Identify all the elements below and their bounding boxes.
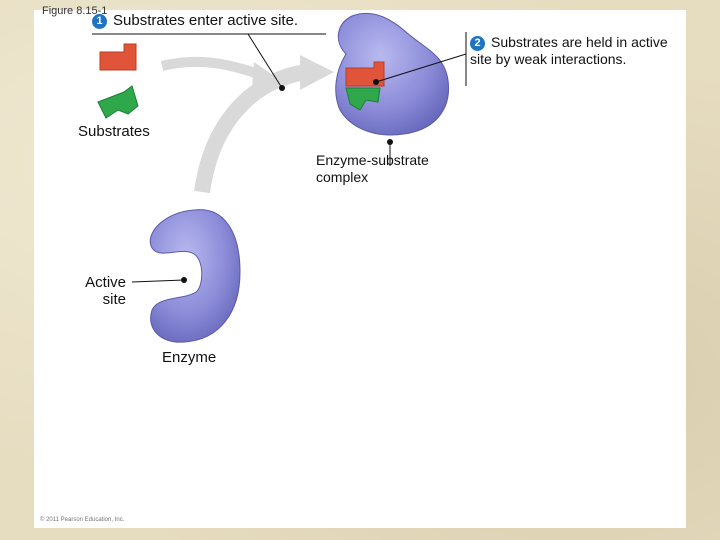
entry-arrow-head <box>252 62 280 90</box>
active-site-pointer-dot <box>181 277 187 283</box>
process-arrow-head <box>300 55 334 90</box>
active-site-label: Active site <box>85 274 126 308</box>
enzyme-label: Enzyme <box>162 349 217 366</box>
step2-pointer <box>375 53 467 83</box>
step1-caption: 1 Substrates enter active site. <box>92 12 298 29</box>
figure-panel: Figure 8.15-1 1 Substrates enter active s… <box>34 5 686 528</box>
step1-text: Substrates enter active site. <box>113 12 299 29</box>
green-substrate <box>97 85 139 119</box>
step2-badge: 2 <box>470 36 485 51</box>
bound-green-substrate <box>345 87 381 111</box>
step1-pointer <box>247 33 283 89</box>
entry-arrow <box>160 56 260 79</box>
esc-pointer-dot <box>387 139 393 145</box>
step1-badge: 1 <box>92 14 107 29</box>
enzyme-shape <box>149 209 241 343</box>
enzyme-substrate-complex-label: Enzyme-substrate complex <box>316 152 429 185</box>
enzyme-substrate-complex <box>335 12 450 136</box>
step1-pointer-dot <box>279 85 285 91</box>
process-arrow <box>194 64 308 194</box>
figure-label: Figure 8.15-1 <box>42 5 108 17</box>
copyright-notice: © 2011 Pearson Education, Inc. <box>40 517 125 523</box>
active-site-pointer <box>131 279 185 283</box>
step2-text: Substrates are held in active site by we… <box>470 34 668 67</box>
step2-pointer-dot <box>373 79 379 85</box>
red-substrate <box>99 43 137 71</box>
diagram-art <box>92 12 467 343</box>
substrates-label: Substrates <box>78 123 150 140</box>
